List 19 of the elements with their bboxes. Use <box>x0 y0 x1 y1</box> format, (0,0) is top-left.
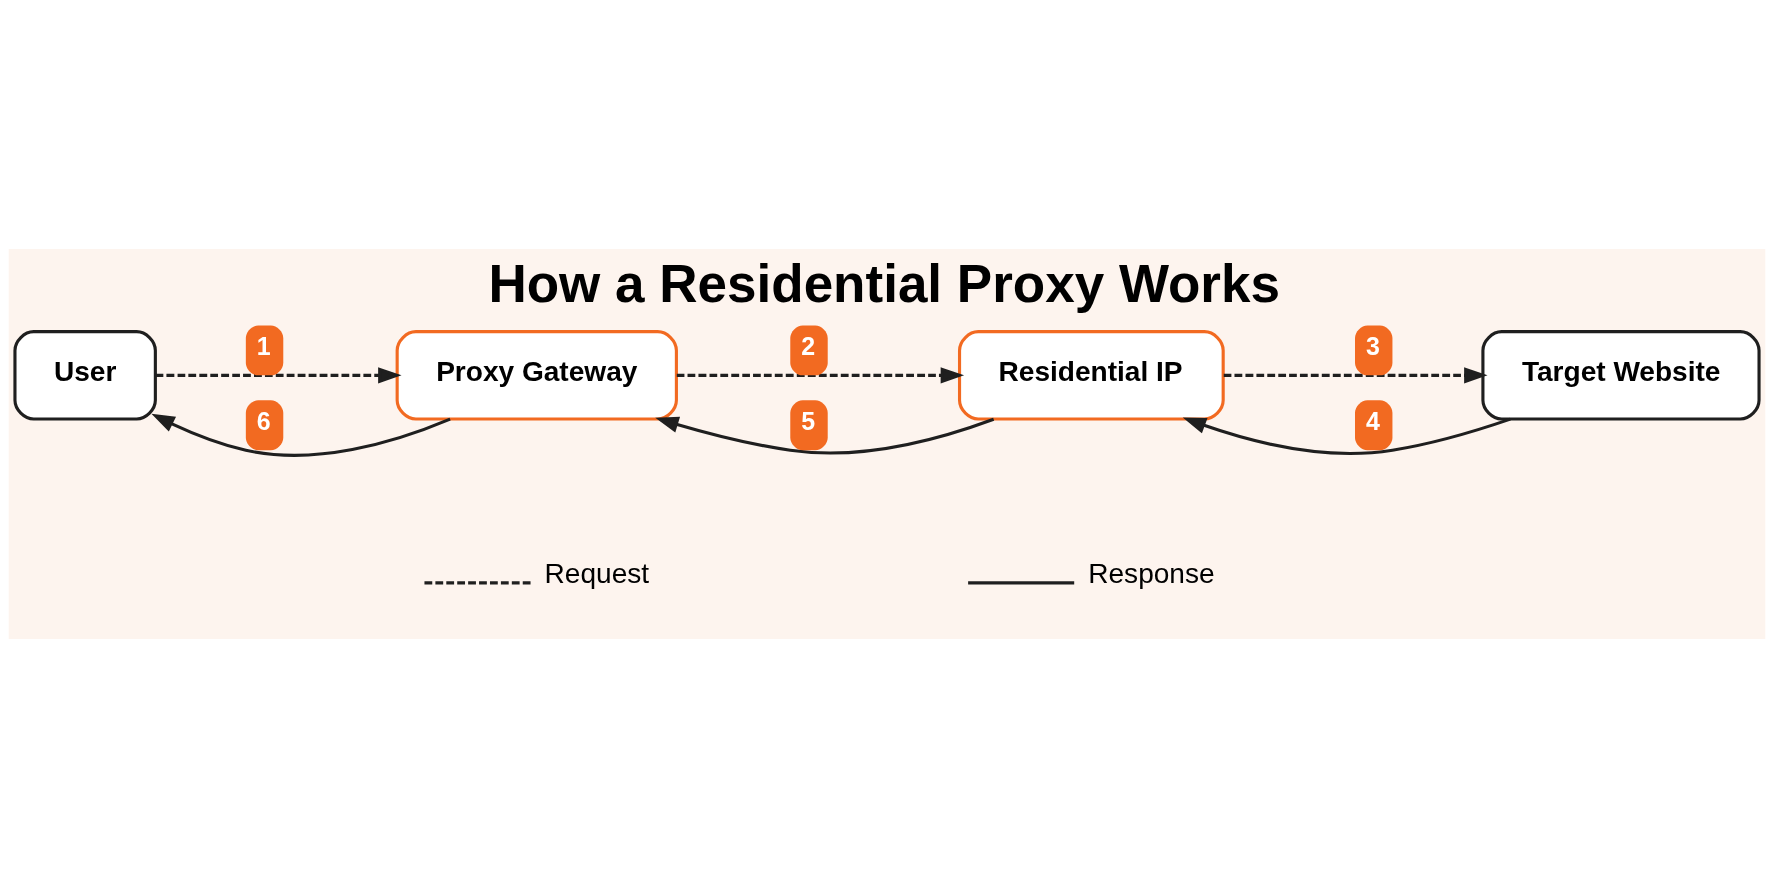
arrow <box>155 366 402 384</box>
legend-label: Response <box>1088 557 1215 589</box>
legend-label: Request <box>544 557 650 589</box>
edge-label: 1 <box>256 331 271 360</box>
arrow <box>1182 417 1511 455</box>
diagram-title: How a Residential Proxy Works <box>488 253 1280 313</box>
node-box: Residential IP <box>958 329 1225 421</box>
node-box: Proxy Gateway <box>395 329 678 421</box>
edge-label: 2 <box>801 331 816 360</box>
arrow <box>1223 366 1488 384</box>
arrow <box>676 366 965 384</box>
edge-label: 4 <box>1365 406 1380 435</box>
edge-label: 6 <box>256 406 271 435</box>
edge-label: 3 <box>1365 331 1380 360</box>
node-box: User <box>13 329 157 421</box>
edge-label: 5 <box>801 406 816 435</box>
node-box: Target Website <box>1481 329 1761 421</box>
arrow <box>655 416 995 454</box>
arrow <box>151 413 451 457</box>
